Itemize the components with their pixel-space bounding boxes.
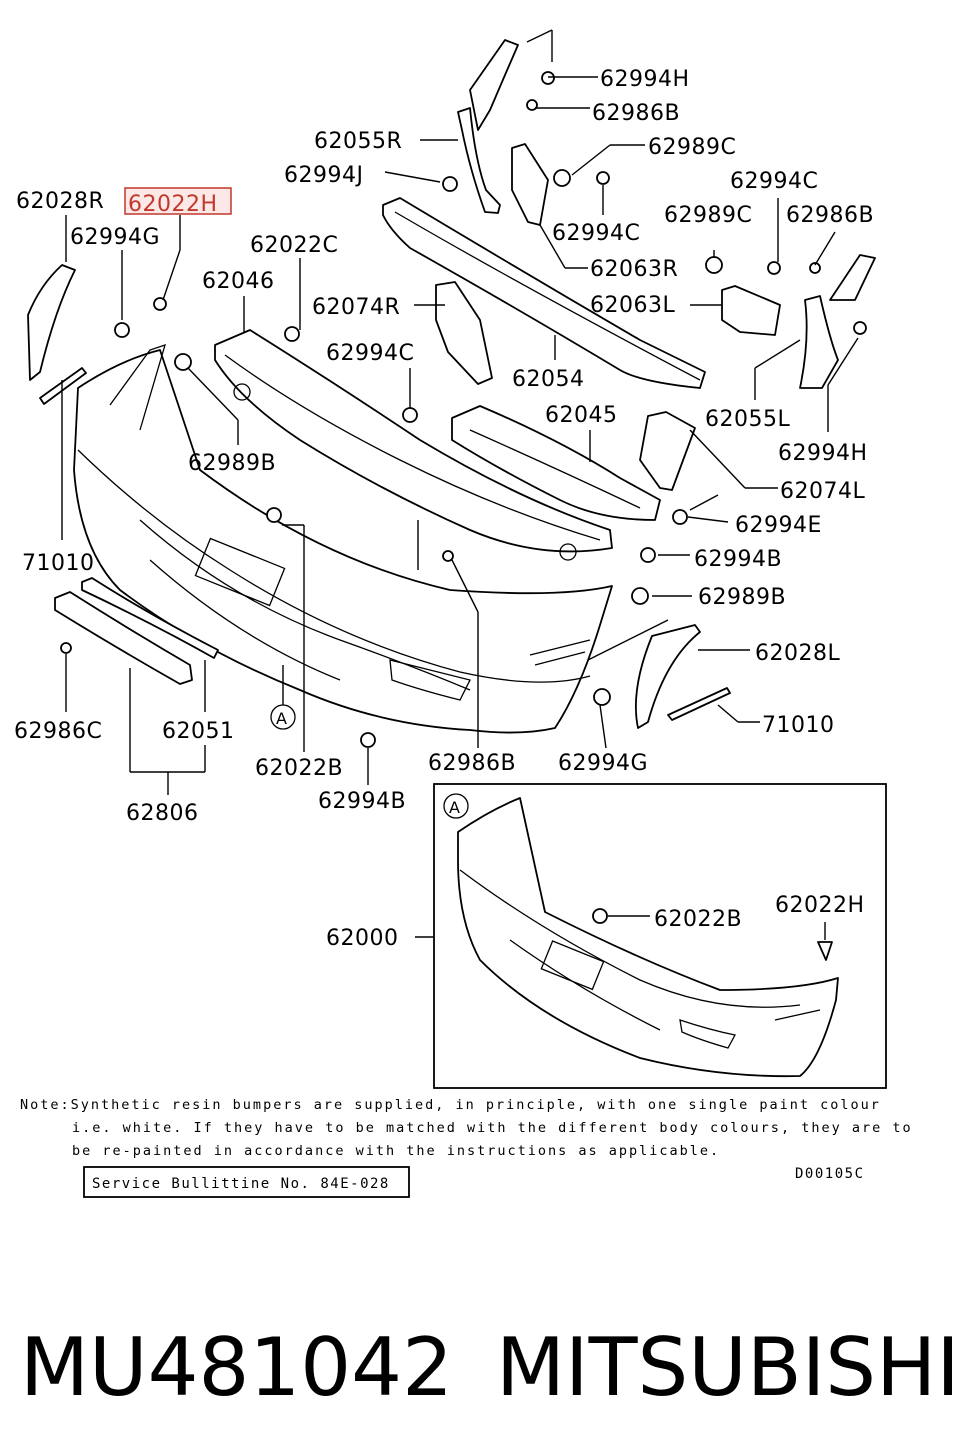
label-62063r: 62063R [590,257,678,282]
fasteners [60,71,867,748]
license-bracket-62051 [54,577,219,685]
side-bracket-62055R [457,39,519,214]
label-62994e: 62994E [735,513,822,538]
note-block: Note:Synthetic resin bumpers are supplie… [20,1097,913,1159]
part-labels: 62994H 62986B 62055R 62989C 62994J 62994… [14,67,874,951]
bracket-62074L [639,411,696,491]
label-62989c-right: 62989C [664,203,752,228]
bumper-reinforcement-62046 [214,329,613,561]
label-62028l: 62028L [755,641,840,666]
marker-a: A [276,709,287,728]
label-62074l: 62074L [780,479,865,504]
label-62986c: 62986C [14,719,102,744]
highlight-box [124,187,232,215]
side-garnish-62028L [635,624,701,729]
label-62028r: 62028R [16,189,104,214]
label-62994h-right: 62994H [778,441,868,466]
under-cover-62045 [451,405,661,521]
label-71010-left: 71010 [22,551,95,576]
marker-circle [270,704,296,730]
label-62055r: 62055R [314,129,402,154]
label-62063l: 62063L [590,293,675,318]
label-62994g-bottom: 62994G [558,751,648,776]
moulding-71010 [39,367,731,721]
bumper-bar-62054 [382,197,706,389]
leader-lines [61,29,859,938]
label-62022h-highlighted: 62022H [128,192,218,217]
side-garnish-62028R [27,264,76,381]
label-62074r: 62074R [312,295,400,320]
stay-62063R [511,143,549,226]
label-62989b-right: 62989B [698,585,786,610]
label-62000: 62000 [326,926,399,951]
note-line-1: Note:Synthetic resin bumpers are supplie… [20,1097,881,1113]
label-62806: 62806 [126,801,199,826]
label-62022c: 62022C [250,233,338,258]
note-line-3: be re-painted in accordance with the ins… [72,1143,720,1159]
marker-a-inset: A [449,798,460,817]
label-62994b-right: 62994B [694,547,782,572]
label-62022b-inset: 62022B [654,907,742,932]
label-62989b-left: 62989B [188,451,276,476]
label-62994c-right: 62994C [730,169,818,194]
label-62055l: 62055L [705,407,790,432]
inset-box [433,783,887,1089]
label-62022h-inset: 62022H [775,893,865,918]
bulletin-box [83,1166,410,1198]
footer-part-number: MU481042 [20,1321,453,1414]
label-62994h-top: 62994H [600,67,690,92]
label-62051: 62051 [162,719,235,744]
diagram-code: D00105C [795,1166,865,1182]
label-62994c-mid: 62994C [552,221,640,246]
label-62045: 62045 [545,403,618,428]
label-71010-right: 71010 [762,713,835,738]
label-62046: 62046 [202,269,275,294]
bulletin-text: Service Bullittine No. 84E-028 [92,1176,390,1192]
label-62986b-top: 62986B [592,101,680,126]
label-62994b-bottom: 62994B [318,789,406,814]
label-62054: 62054 [512,367,585,392]
label-62986b-bottom: 62986B [428,751,516,776]
side-bracket-62055L [799,254,876,389]
footer-brand: MITSUBISHI [496,1321,960,1414]
label-62994j: 62994J [284,163,363,188]
label-62989c-top: 62989C [648,135,736,160]
stay-62063L [721,285,781,336]
bracket-62074R [435,281,493,385]
label-62986b-right: 62986B [786,203,874,228]
label-62994g-left: 62994G [70,225,160,250]
label-62022b: 62022B [255,756,343,781]
label-62994c-center: 62994C [326,341,414,366]
note-line-2: i.e. white. If they have to be matched w… [72,1120,913,1136]
marker-circle-inset [443,793,469,819]
